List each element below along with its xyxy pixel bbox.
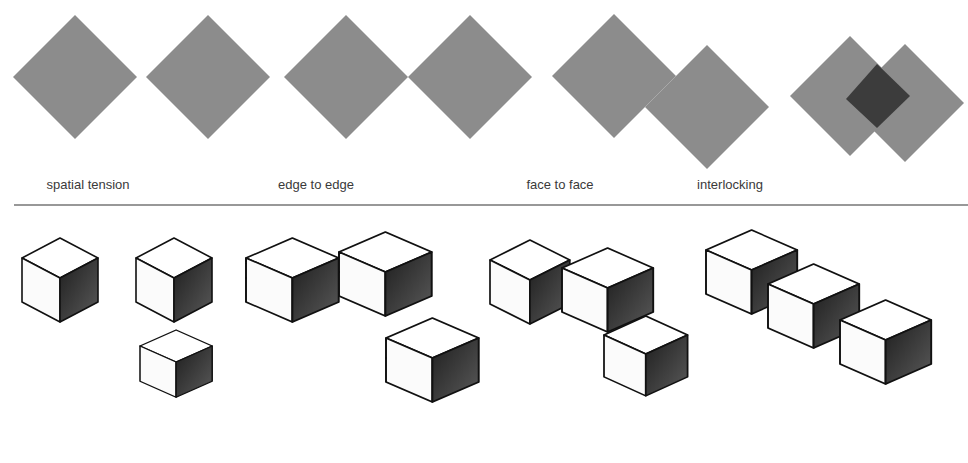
divider-line [14,204,968,205]
diamond-pairs [13,14,964,169]
pattern-label: spatial tension [46,177,129,193]
pattern-label: interlocking [697,177,763,193]
cube-groups [22,230,931,402]
pattern-label: face to face [526,177,593,193]
pattern-label: edge to edge [278,177,354,193]
